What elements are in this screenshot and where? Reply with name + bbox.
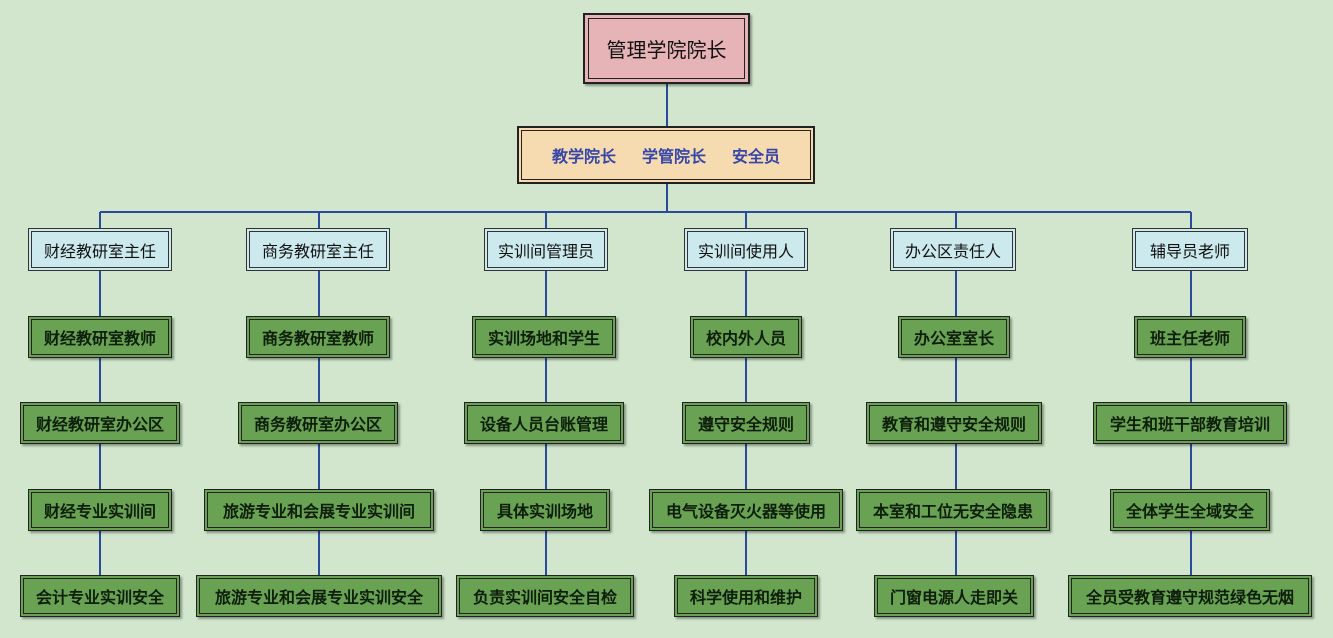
column-node: 商务教研室教师: [246, 316, 390, 358]
column-node: 教育和遵守安全规则: [866, 402, 1042, 444]
column-node: 财经教研室办公区: [20, 402, 180, 444]
column-node: 遵守安全规则: [682, 402, 810, 444]
column-head-office: 办公区责任人: [890, 228, 1016, 271]
column-node: 班主任老师: [1134, 316, 1246, 358]
column-node: 全体学生全域安全: [1110, 489, 1270, 531]
column-node: 财经教研室教师: [28, 316, 172, 358]
column-node: 校内外人员: [690, 316, 802, 358]
column-node: 财经专业实训间: [28, 489, 172, 531]
column-node: 设备人员台账管理: [464, 402, 624, 444]
column-node: 科学使用和维护: [674, 575, 818, 617]
column-head-lab-admin: 实训间管理员: [484, 228, 608, 271]
column-node: 全员受教育遵守规范绿色无烟: [1068, 575, 1312, 617]
column-node: 电气设备灭火器等使用: [649, 489, 843, 531]
column-node: 本室和工位无安全隐患: [856, 489, 1050, 531]
column-node: 旅游专业和会展专业实训安全: [196, 575, 442, 617]
column-node: 学生和班干部教育培训: [1093, 402, 1287, 444]
column-head-counselor: 辅导员老师: [1132, 228, 1248, 271]
vice-dean-node: 教学院长 学管院长 安全员: [517, 126, 815, 184]
column-head-finance: 财经教研室主任: [28, 228, 172, 271]
vice-dean-teaching: 教学院长: [551, 147, 616, 166]
column-node: 旅游专业和会展专业实训间: [204, 489, 434, 531]
dean-node: 管理学院院长: [583, 13, 750, 84]
column-node: 会计专业实训安全: [20, 575, 180, 617]
column-node: 门窗电源人走即关: [874, 575, 1034, 617]
column-node: 办公室室长: [898, 316, 1010, 358]
column-node: 负责实训间安全自检: [456, 575, 634, 617]
column-node: 实训场地和学生: [472, 316, 616, 358]
vice-dean-student-affairs: 学管院长: [641, 147, 706, 166]
safety-officer: 安全员: [732, 147, 781, 166]
column-head-business: 商务教研室主任: [246, 228, 390, 271]
column-head-lab-user: 实训间使用人: [684, 228, 808, 271]
column-node: 商务教研室办公区: [238, 402, 398, 444]
column-node: 具体实训场地: [480, 489, 610, 531]
